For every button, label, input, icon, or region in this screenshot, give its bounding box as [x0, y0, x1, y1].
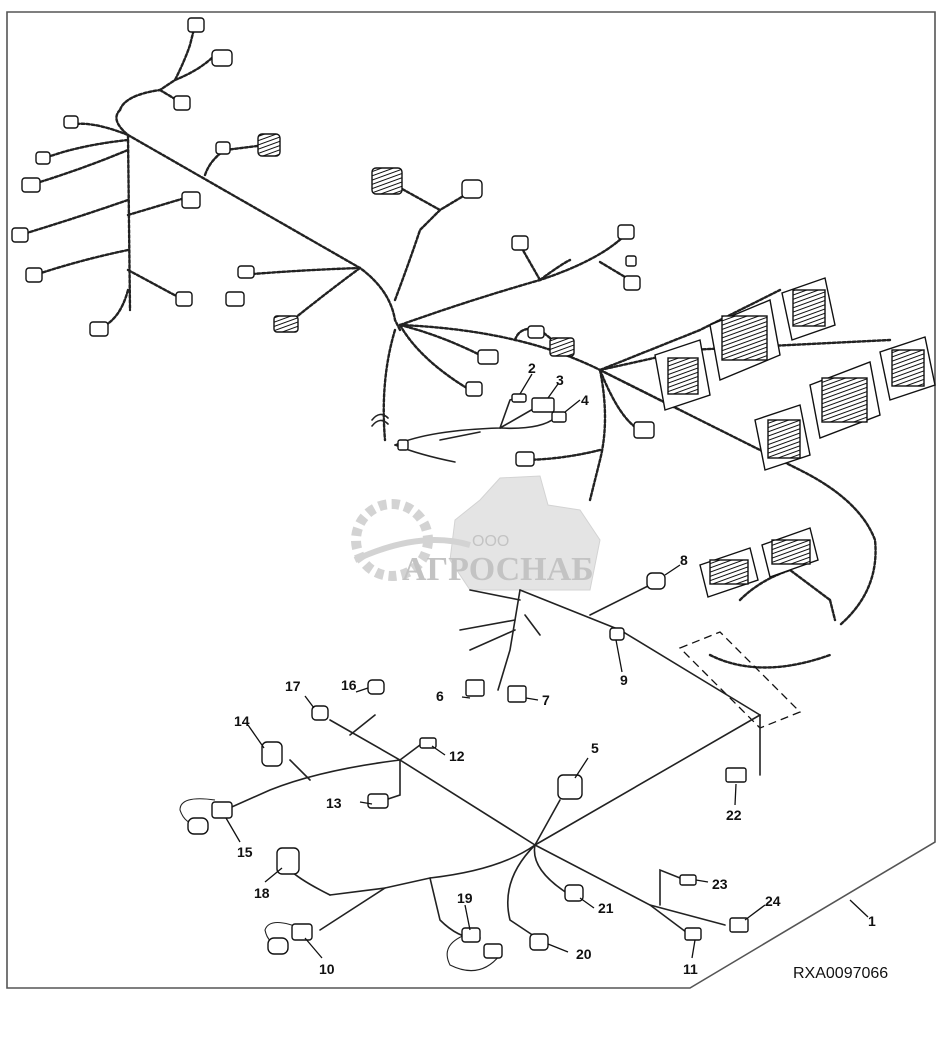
callout-1: 1	[868, 913, 876, 929]
callout-18: 18	[254, 885, 270, 901]
callout-15: 15	[237, 844, 253, 860]
callout-19: 19	[457, 890, 473, 906]
callout-3: 3	[556, 372, 564, 388]
callout-17: 17	[285, 678, 301, 694]
wires-2-3-4	[394, 393, 567, 463]
dashed-bracket	[678, 631, 802, 729]
lower-harness	[179, 584, 761, 972]
figure-reference-code: RXA0097066	[793, 965, 888, 982]
callout-23: 23	[712, 876, 728, 892]
callout-8: 8	[680, 552, 688, 568]
callout-7: 7	[542, 692, 550, 708]
callout-10: 10	[319, 961, 335, 977]
lower-connectors	[187, 572, 749, 959]
callout-4: 4	[581, 392, 589, 408]
callout-2: 2	[528, 360, 536, 376]
upper-connectors	[11, 17, 655, 467]
watermark-combine-shape	[449, 475, 601, 591]
callout-22: 22	[726, 807, 742, 823]
upper-harness	[18, 23, 892, 669]
watermark: ООО АГРОСНАБ	[351, 475, 601, 591]
watermark-swoosh	[353, 537, 471, 563]
callout-20: 20	[576, 946, 592, 962]
break-symbol	[371, 413, 389, 427]
callout-21: 21	[598, 900, 614, 916]
callout-12: 12	[449, 748, 465, 764]
diagram-frame	[6, 11, 936, 989]
callout-13: 13	[326, 795, 342, 811]
controller-connectors	[654, 277, 936, 598]
callout-14: 14	[234, 713, 250, 729]
callout-16: 16	[341, 677, 357, 693]
callout-6: 6	[436, 688, 444, 704]
leader-lines	[225, 373, 869, 959]
watermark-prefix: ООО	[472, 533, 509, 550]
callout-24: 24	[765, 893, 781, 909]
callout-5: 5	[591, 740, 599, 756]
watermark-brand: АГРОСНАБ	[402, 551, 594, 588]
callout-9: 9	[620, 672, 628, 688]
callout-11: 11	[683, 961, 698, 977]
callout-numbers: 2 3 4 5 6 7 8 9 10 11 12 13 14 15 16 17 …	[234, 360, 876, 977]
